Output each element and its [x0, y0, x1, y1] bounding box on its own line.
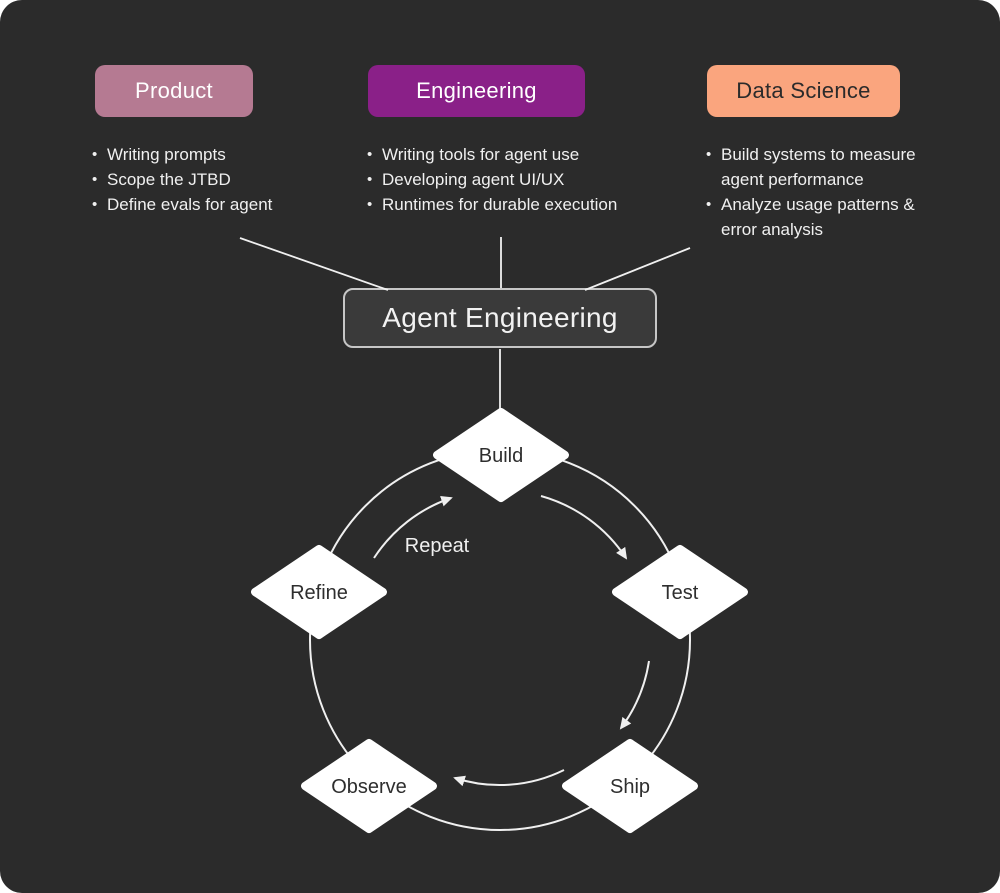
- arrow-refine-to-build: [373, 496, 453, 559]
- connector-data-science-line: [584, 247, 691, 291]
- observe-label: Observe: [331, 776, 407, 798]
- bullet-item: Analyze usage patterns & error analysis: [704, 192, 939, 242]
- build-label: Build: [479, 445, 523, 467]
- product-pill: Product: [95, 65, 253, 117]
- observe-diamond: [301, 739, 437, 833]
- arrow-test-to-ship: [619, 660, 650, 730]
- bullet-item: Runtimes for durable execution: [365, 192, 665, 217]
- ship-diamond: [562, 739, 698, 833]
- engineering-pill: Engineering: [368, 65, 585, 117]
- cycle-node-build: Build: [433, 408, 569, 502]
- bullet-item: Writing prompts: [90, 142, 320, 167]
- data-science-pill: Data Science: [707, 65, 900, 117]
- agent-engineering-box: Agent Engineering: [343, 288, 657, 348]
- bullet-item: Writing tools for agent use: [365, 142, 665, 167]
- cycle-node-observe: Observe: [301, 739, 437, 833]
- engineering-bullet-list: Writing tools for agent use Developing a…: [365, 142, 665, 217]
- arrow-build-to-test: [540, 495, 628, 560]
- refine-diamond: [251, 545, 387, 639]
- cycle-node-ship: Ship: [562, 739, 698, 833]
- bullet-item: Scope the JTBD: [90, 167, 320, 192]
- repeat-label: Repeat: [405, 535, 470, 557]
- test-diamond: [612, 545, 748, 639]
- bullet-item: Developing agent UI/UX: [365, 167, 665, 192]
- ship-label: Ship: [610, 776, 650, 798]
- arrow-ship-to-observe: [453, 769, 565, 787]
- build-diamond: [433, 408, 569, 502]
- bullet-item: Define evals for agent: [90, 192, 320, 217]
- agent-engineering-title: Agent Engineering: [382, 302, 618, 333]
- refine-label: Refine: [290, 582, 348, 604]
- test-label: Test: [662, 582, 699, 604]
- product-bullet-list: Writing prompts Scope the JTBD Define ev…: [90, 142, 320, 217]
- data-science-bullet-list: Build systems to measure agent performan…: [704, 142, 939, 242]
- cycle-node-refine: Refine: [251, 545, 387, 639]
- connector-product-line: [239, 237, 389, 291]
- bullet-item: Build systems to measure agent performan…: [704, 142, 939, 192]
- cycle-node-test: Test: [612, 545, 748, 639]
